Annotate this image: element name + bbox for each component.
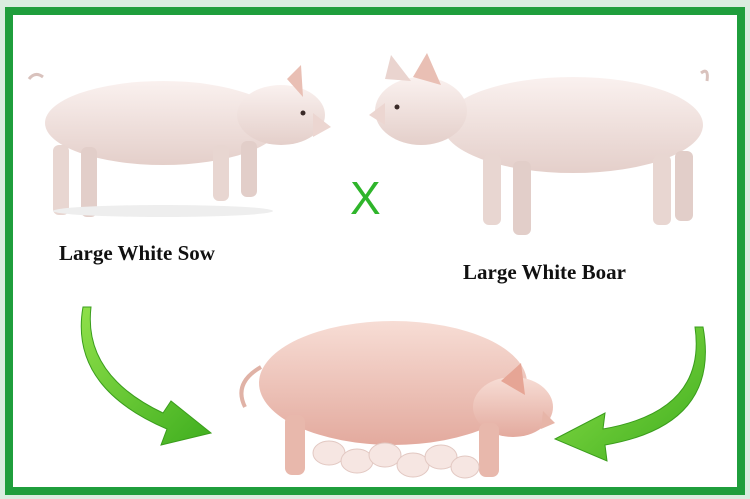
sow-with-piglets-icon [241, 321, 555, 478]
curved-arrow-down-right-icon [81, 307, 211, 445]
boar-label: Large White Boar [463, 260, 626, 285]
cross-symbol: X [350, 175, 381, 221]
diagram-frame: Large White Sow X Large White Boar [5, 7, 745, 495]
sow-label: Large White Sow [59, 241, 215, 266]
boar-pig-icon [369, 53, 707, 235]
sow-pig-icon [29, 65, 331, 217]
curved-arrow-down-left-icon [555, 327, 705, 461]
